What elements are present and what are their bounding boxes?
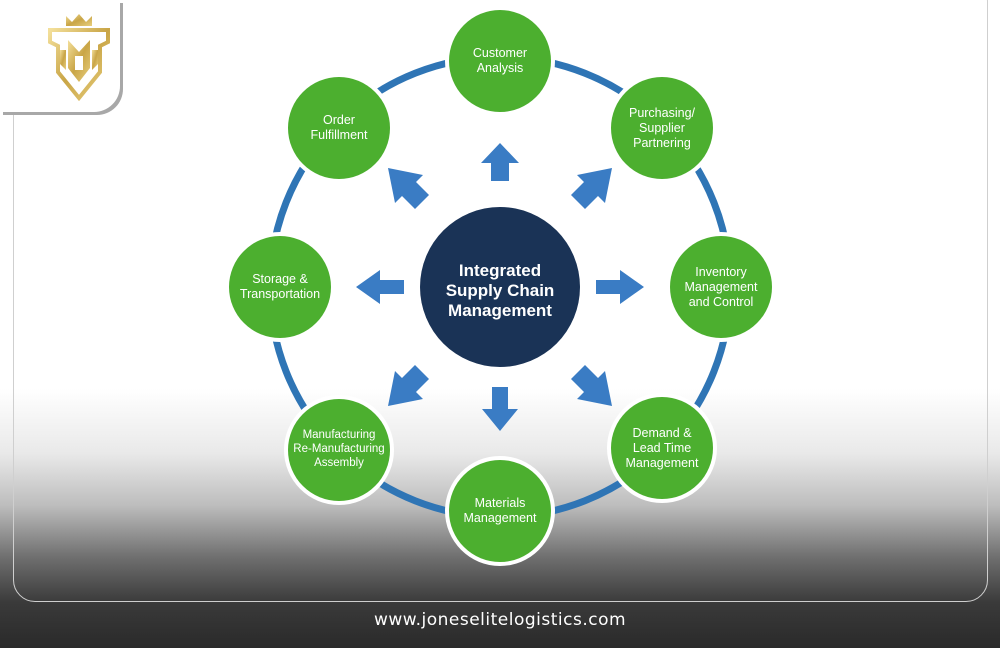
website-footer[interactable]: www.joneselitelogistics.com bbox=[373, 610, 627, 630]
center-label: Integrated Supply Chain Management bbox=[445, 260, 555, 321]
node-label-inventory: Inventory Management and Control bbox=[684, 264, 758, 309]
arrow-down bbox=[482, 387, 518, 431]
arrow-up bbox=[481, 143, 519, 181]
logo-container bbox=[0, 0, 120, 112]
arrow-up-right bbox=[571, 168, 612, 209]
crown-shield-logo-icon bbox=[48, 14, 110, 102]
nodes-group bbox=[225, 6, 776, 566]
node-label-materials: Materials Management bbox=[463, 496, 537, 525]
node-label-purchasing: Purchasing/ Supplier Partnering bbox=[628, 105, 695, 150]
content-frame bbox=[13, 0, 988, 602]
node-order-fill bbox=[288, 77, 390, 179]
arrow-down-left bbox=[388, 365, 429, 406]
node-purchasing-fill bbox=[611, 77, 713, 179]
node-label-demand: Demand & Lead Time Management bbox=[625, 425, 699, 470]
node-label-manufacturing: Manufacturing Re-Manufacturing Assembly bbox=[293, 429, 385, 469]
node-materials-fill bbox=[449, 460, 551, 562]
node-inventory-fill bbox=[670, 236, 772, 338]
arrow-down-right bbox=[571, 365, 612, 406]
arrow-left bbox=[356, 270, 404, 304]
node-manufacturing-fill bbox=[288, 399, 390, 501]
node-demand-fill bbox=[611, 397, 713, 499]
node-label-storage: Storage & Transportation bbox=[239, 272, 321, 301]
node-customer-analysis-fill bbox=[449, 10, 551, 112]
node-label-customer-analysis: Customer Analysis bbox=[472, 46, 528, 75]
arrows-group bbox=[356, 143, 644, 431]
node-label-order: Order Fulfillment bbox=[310, 113, 368, 142]
arrow-right bbox=[596, 270, 644, 304]
center-circle bbox=[420, 207, 580, 367]
arrow-up-left bbox=[388, 168, 429, 209]
node-storage-fill bbox=[229, 236, 331, 338]
